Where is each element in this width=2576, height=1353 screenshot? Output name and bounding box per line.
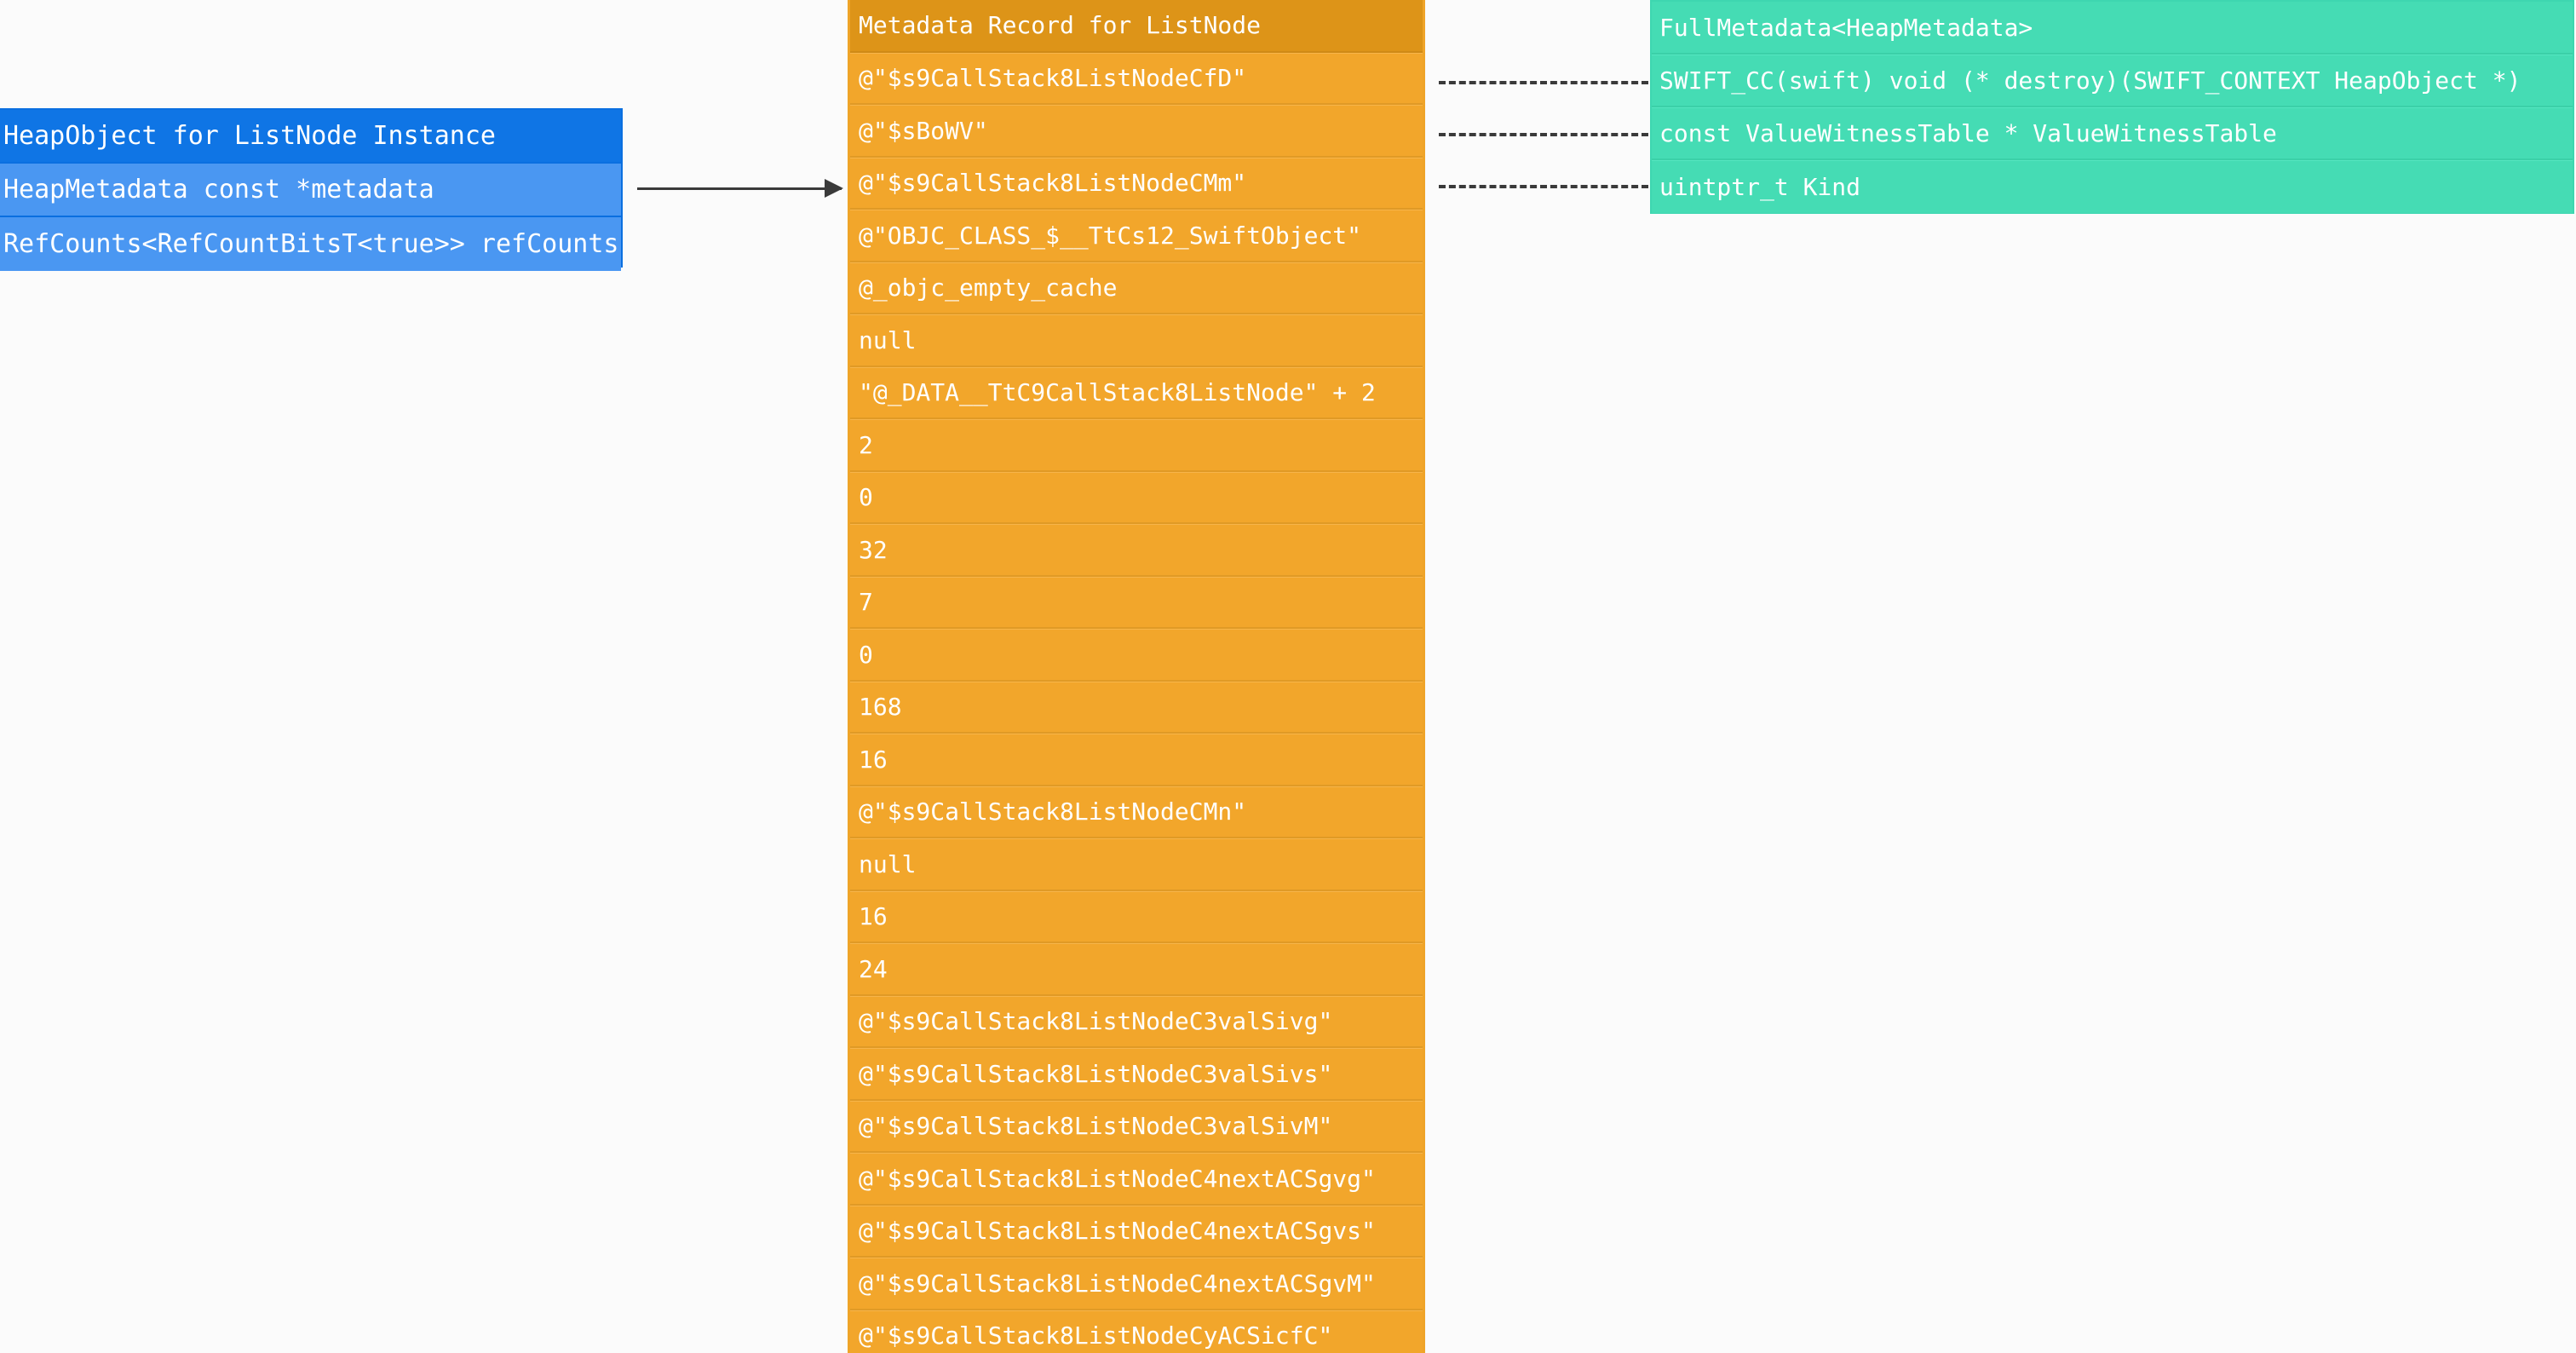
metadata-row: 168: [850, 681, 1423, 734]
metadata-row: @"$sBoWV": [850, 105, 1423, 158]
metadata-row: 16: [850, 890, 1423, 943]
dashed-link-valuewitnesstable: [1439, 133, 1648, 136]
metadata-row: 24: [850, 943, 1423, 996]
full-metadata-title: FullMetadata<HeapMetadata>: [1652, 2, 2573, 55]
metadata-row: @_objc_empty_cache: [850, 262, 1423, 314]
metadata-record-box: Metadata Record for ListNode @"$s9CallSt…: [848, 0, 1425, 1353]
metadata-record-title: Metadata Record for ListNode: [850, 0, 1423, 53]
full-metadata-box: FullMetadata<HeapMetadata> SWIFT_CC(swif…: [1650, 0, 2574, 214]
metadata-row: @"$s9CallStack8ListNodeCfD": [850, 52, 1423, 105]
heap-object-box: HeapObject for ListNode Instance HeapMet…: [0, 108, 623, 271]
heap-object-field-refcounts: RefCounts<RefCountBitsT<true>> refCounts: [0, 217, 621, 271]
metadata-row: null: [850, 314, 1423, 367]
metadata-row: @"$s9CallStack8ListNodeC4nextACSgvM": [850, 1258, 1423, 1310]
metadata-row: @"$s9CallStack8ListNodeC4nextACSgvg": [850, 1153, 1423, 1206]
metadata-row: 0: [850, 629, 1423, 682]
dashed-link-kind: [1439, 185, 1648, 188]
heap-object-field-metadata: HeapMetadata const *metadata: [0, 164, 621, 217]
metadata-row: "@_DATA__TtC9CallStack8ListNode" + 2: [850, 366, 1423, 419]
metadata-row: 16: [850, 734, 1423, 786]
full-metadata-row-valuewitnesstable: const ValueWitnessTable * ValueWitnessTa…: [1652, 107, 2573, 160]
metadata-pointer-arrow-head: [825, 179, 843, 198]
metadata-row: @"OBJC_CLASS_$__TtCs12_SwiftObject": [850, 210, 1423, 262]
metadata-row: @"$s9CallStack8ListNodeC4nextACSgvs": [850, 1205, 1423, 1258]
metadata-row: 7: [850, 576, 1423, 629]
heap-object-title: HeapObject for ListNode Instance: [0, 110, 621, 164]
metadata-row: @"$s9CallStack8ListNodeCyACSicfC": [850, 1310, 1423, 1353]
metadata-row: 2: [850, 419, 1423, 472]
dashed-link-destroy: [1439, 81, 1648, 84]
full-metadata-row-destroy: SWIFT_CC(swift) void (* destroy)(SWIFT_C…: [1652, 55, 2573, 107]
metadata-row: 32: [850, 524, 1423, 577]
metadata-row: @"$s9CallStack8ListNodeC3valSivs": [850, 1048, 1423, 1101]
metadata-row: null: [850, 838, 1423, 891]
metadata-pointer-arrow-line: [637, 187, 842, 190]
metadata-row: 0: [850, 471, 1423, 524]
full-metadata-row-kind: uintptr_t Kind: [1652, 160, 2573, 213]
metadata-row: @"$s9CallStack8ListNodeCMn": [850, 786, 1423, 838]
metadata-row: @"$s9CallStack8ListNodeCMm": [850, 157, 1423, 210]
metadata-row: @"$s9CallStack8ListNodeC3valSivM": [850, 1100, 1423, 1153]
metadata-row: @"$s9CallStack8ListNodeC3valSivg": [850, 995, 1423, 1048]
